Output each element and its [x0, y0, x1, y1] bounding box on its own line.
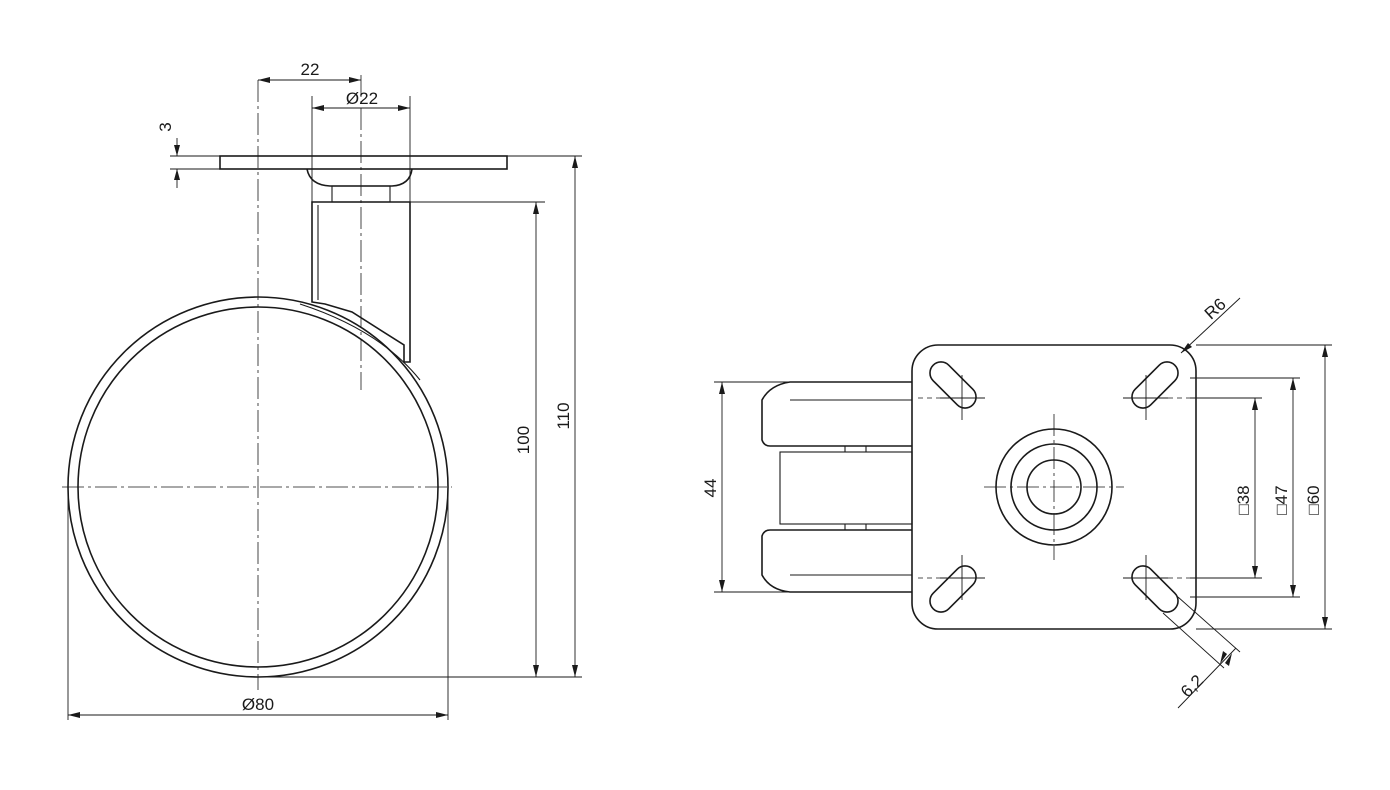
offset-dim-label: 22 — [301, 60, 320, 79]
top-view: R6 44 □38 □47 □60 6,2 — [701, 295, 1332, 709]
fork-body — [761, 381, 913, 593]
stem-dia-dim-label: Ø22 — [346, 89, 378, 108]
plate-square-dim-label: □60 — [1304, 485, 1323, 514]
slot-hole-top-left — [918, 361, 985, 420]
hole-square-dim-label: □38 — [1234, 485, 1253, 514]
mounting-plate — [219, 155, 508, 170]
stem-height-dim-label: 100 — [514, 426, 533, 454]
wheel-dia-dim-label: Ø80 — [242, 695, 274, 714]
slot-hole-bottom-left — [918, 555, 985, 613]
width-dim-label: 44 — [701, 479, 720, 498]
corner-radius-dim-label: R6 — [1201, 295, 1230, 324]
slot-width-dim-label: 6,2 — [1177, 671, 1207, 701]
bearing-cup — [306, 168, 413, 187]
total-height-dim-label: 110 — [554, 402, 573, 429]
slot-hole-top-right — [1123, 361, 1190, 420]
wheel-hub-edge — [299, 303, 421, 381]
top-plate — [911, 344, 1197, 630]
side-view: 22 Ø22 3 Ø80 100 110 — [62, 60, 582, 720]
slot-hole-bottom-right — [1123, 555, 1190, 613]
plate-thickness-dim-label: 3 — [156, 122, 175, 131]
stem-body — [311, 201, 411, 363]
hole-square-outer-dim-label: □47 — [1272, 485, 1291, 514]
